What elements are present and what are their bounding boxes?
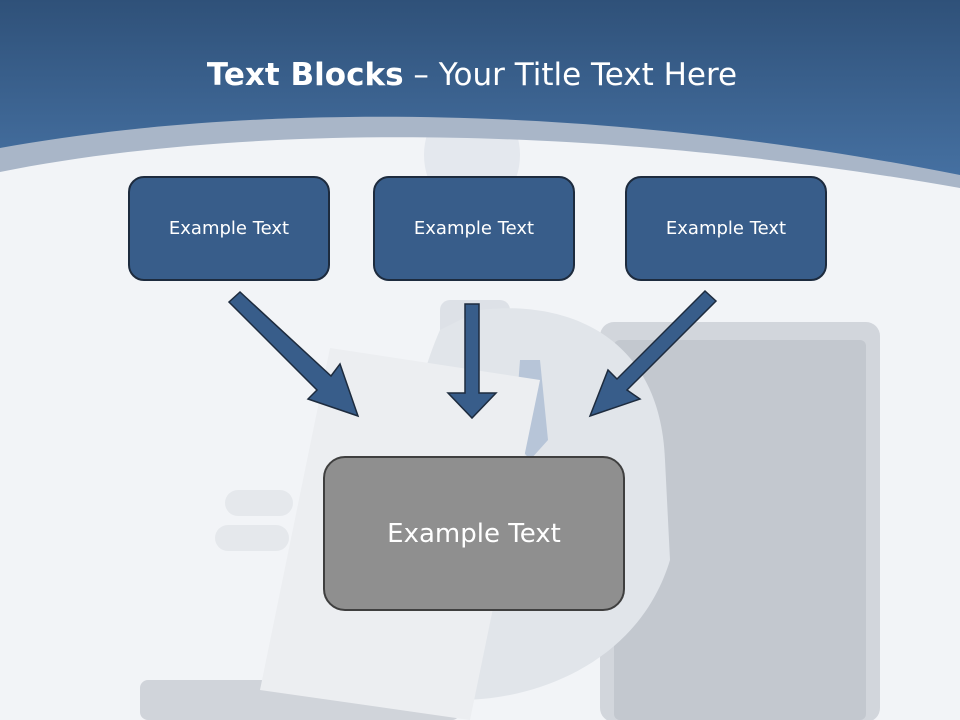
center-text-block-label: Example Text (387, 518, 561, 549)
text-block-3[interactable]: Example Text (625, 176, 827, 281)
title-bold: Text Blocks (206, 57, 404, 93)
slide-title: Text Blocks – Your Title Text Here (0, 54, 944, 96)
text-block-3-label: Example Text (665, 218, 787, 239)
title-rest: – Your Title Text Here (403, 57, 738, 93)
text-block-1[interactable]: Example Text (128, 176, 330, 281)
center-text-block[interactable]: Example Text (323, 456, 625, 611)
text-block-2[interactable]: Example Text (373, 176, 575, 281)
text-block-2-label: Example Text (413, 218, 535, 239)
header-band (0, 0, 960, 175)
text-block-1-label: Example Text (168, 218, 290, 239)
